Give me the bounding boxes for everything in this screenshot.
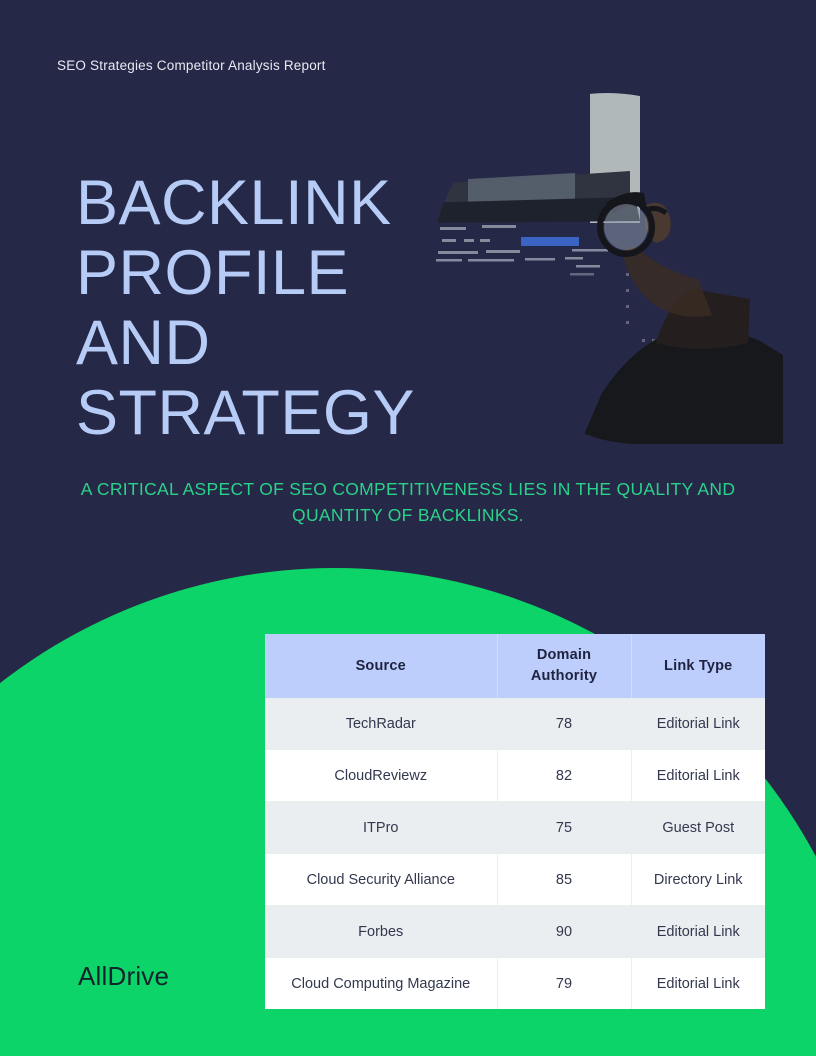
table-header: Source Domain Authority Link Type <box>265 634 765 698</box>
report-kicker: SEO Strategies Competitor Analysis Repor… <box>57 58 326 73</box>
cell-link-type: Editorial Link <box>631 698 765 750</box>
cell-link-type: Editorial Link <box>631 749 765 802</box>
column-header-source: Source <box>265 634 498 698</box>
table-body: TechRadar 78 Editorial Link CloudReviewz… <box>265 698 765 1009</box>
table-row: ITPro 75 Guest Post <box>265 801 765 854</box>
cell-source: Cloud Security Alliance <box>265 853 498 906</box>
title-line-2: PROFILE <box>76 238 350 308</box>
backlink-table-container: Source Domain Authority Link Type TechRa… <box>265 634 765 1009</box>
column-header-domain-authority: Domain Authority <box>497 634 632 698</box>
cell-source: CloudReviewz <box>265 749 498 802</box>
table-row: TechRadar 78 Editorial Link <box>265 698 765 750</box>
cell-authority: 82 <box>497 749 632 802</box>
cell-authority: 90 <box>497 905 632 958</box>
title-line-3: AND <box>76 308 211 378</box>
table-row: CloudReviewz 82 Editorial Link <box>265 749 765 802</box>
cell-source: Cloud Computing Magazine <box>265 957 498 1009</box>
page-title: BACKLINK PROFILE AND STRATEGY <box>76 168 436 448</box>
cell-authority: 78 <box>497 698 632 750</box>
cell-authority: 85 <box>497 853 632 906</box>
brand-logo: AllDrive <box>78 961 170 991</box>
table-header-row: Source Domain Authority Link Type <box>265 634 765 698</box>
cell-link-type: Directory Link <box>631 853 765 906</box>
cell-link-type: Editorial Link <box>631 905 765 958</box>
page-subtitle: A CRITICAL ASPECT OF SEO COMPETITIVENESS… <box>80 479 736 525</box>
cell-authority: 75 <box>497 801 632 854</box>
hero-image <box>430 93 783 444</box>
cell-source: Forbes <box>265 905 498 958</box>
cell-authority: 79 <box>497 957 632 1009</box>
table-row: Cloud Security Alliance 85 Directory Lin… <box>265 853 765 906</box>
hero-image-svg <box>431 93 783 444</box>
cell-source: ITPro <box>265 801 498 854</box>
cell-link-type: Guest Post <box>631 801 765 854</box>
title-line-1: BACKLINK <box>76 168 392 238</box>
column-header-link-type: Link Type <box>631 634 765 698</box>
cell-link-type: Editorial Link <box>631 957 765 1009</box>
backlink-table: Source Domain Authority Link Type TechRa… <box>265 634 765 1009</box>
table-row: Cloud Computing Magazine 79 Editorial Li… <box>265 957 765 1009</box>
table-row: Forbes 90 Editorial Link <box>265 905 765 958</box>
cell-source: TechRadar <box>265 698 498 750</box>
title-line-4: STRATEGY <box>76 378 415 448</box>
